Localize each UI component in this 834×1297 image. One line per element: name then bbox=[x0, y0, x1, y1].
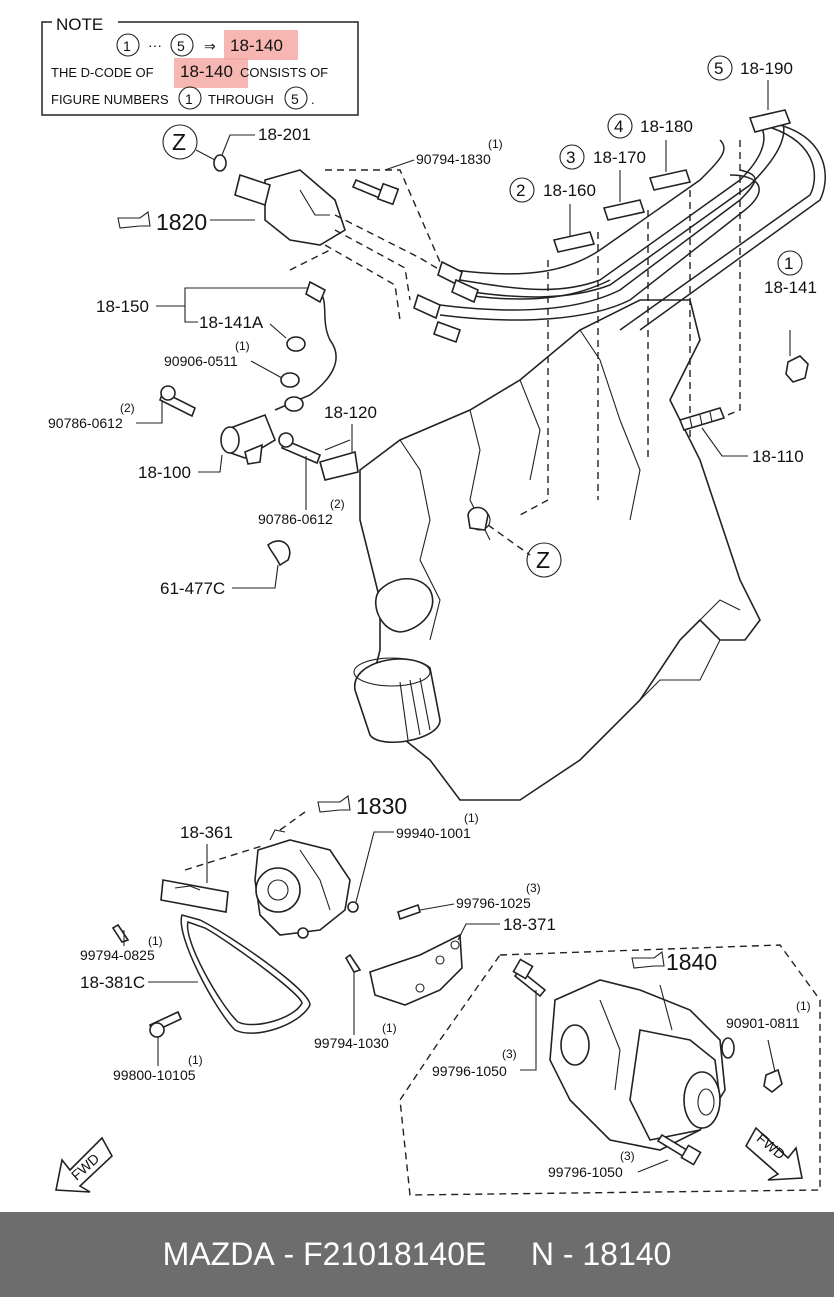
label-90906-0511: 90906-0511 bbox=[164, 353, 238, 369]
svg-text:(1): (1) bbox=[188, 1053, 203, 1067]
label-99796-1025: 99796-1025 bbox=[456, 895, 531, 911]
note-line2-prefix: THE D-CODE OF bbox=[51, 65, 154, 80]
label-90901-0811: 90901-0811 bbox=[726, 1015, 800, 1031]
svg-text:(1): (1) bbox=[488, 137, 503, 151]
footer-n-label: N bbox=[530, 1236, 554, 1272]
note-code-2: 18-140 bbox=[180, 62, 233, 81]
label-99940-1001: 99940-1001 bbox=[396, 825, 471, 841]
svg-text:(3): (3) bbox=[502, 1047, 517, 1061]
fwd-arrow-left: FWD bbox=[55, 1136, 114, 1193]
parts-diagram: NOTE 1 ··· 5 ⇒ 18-140 THE D-CODE OF 18-1… bbox=[41, 15, 826, 1196]
label-18-110: 18-110 bbox=[752, 447, 804, 466]
label-18-100: 18-100 bbox=[138, 463, 191, 482]
label-90786-0612-left: 90786-0612 bbox=[48, 415, 123, 431]
note-line2-suffix: CONSISTS OF bbox=[240, 65, 328, 80]
label-18-120: 18-120 bbox=[324, 403, 377, 422]
spark-plug bbox=[678, 407, 726, 431]
label-18-190: 18-190 bbox=[740, 59, 793, 78]
footer-bar: MAZDA - F21018140E N - 18140 bbox=[0, 1212, 834, 1297]
ref-1830: 1830 bbox=[356, 793, 407, 819]
svg-text:1: 1 bbox=[784, 254, 793, 273]
label-18-201: 18-201 bbox=[258, 125, 311, 144]
footer-code: F21018140E bbox=[303, 1236, 487, 1272]
svg-text:(1): (1) bbox=[382, 1021, 397, 1035]
starter-motor bbox=[549, 979, 735, 1151]
svg-text:(1): (1) bbox=[148, 934, 163, 948]
bolt-90794-1830 bbox=[351, 178, 400, 206]
distributor bbox=[213, 154, 346, 246]
crank-sensor bbox=[220, 413, 276, 465]
label-18-150: 18-150 bbox=[96, 297, 149, 316]
nut-18-141 bbox=[785, 330, 809, 383]
svg-text:.: . bbox=[311, 92, 315, 107]
note-code-1: 18-140 bbox=[230, 36, 283, 55]
label-18-180: 18-180 bbox=[640, 117, 693, 136]
note-line3-to: 5 bbox=[291, 91, 299, 107]
plug-wires bbox=[413, 109, 826, 344]
ref-1820: 1820 bbox=[156, 209, 207, 235]
note-line3-mid: THROUGH bbox=[208, 92, 274, 107]
svg-text:(3): (3) bbox=[620, 1149, 635, 1163]
note-from-number: 1 bbox=[123, 38, 131, 54]
svg-text:(3): (3) bbox=[526, 881, 541, 895]
fwd-arrow-right: FWD bbox=[744, 1126, 803, 1181]
note-line3-from: 1 bbox=[185, 91, 193, 107]
ref-1840: 1840 bbox=[666, 949, 717, 975]
note-box: NOTE 1 ··· 5 ⇒ 18-140 THE D-CODE OF 18-1… bbox=[41, 15, 359, 116]
note-to-number: 5 bbox=[177, 38, 185, 54]
footer-brand: MAZDA bbox=[162, 1236, 275, 1272]
callout-z-top: Z bbox=[172, 129, 186, 155]
label-18-361: 18-361 bbox=[180, 823, 233, 842]
svg-text:⇒: ⇒ bbox=[204, 38, 216, 54]
svg-text:(1): (1) bbox=[796, 999, 811, 1013]
label-18-160: 18-160 bbox=[543, 181, 596, 200]
label-61-477c: 61-477C bbox=[160, 579, 225, 598]
label-90794-1830: 90794-1830 bbox=[416, 151, 491, 167]
label-99796-1050-top: 99796-1050 bbox=[432, 1063, 507, 1079]
svg-text:(2): (2) bbox=[120, 401, 135, 415]
label-18-371: 18-371 bbox=[503, 915, 556, 934]
svg-text:5: 5 bbox=[714, 59, 723, 78]
label-99796-1050-bottom: 99796-1050 bbox=[548, 1164, 623, 1180]
callout-z-bottom: Z bbox=[536, 547, 550, 573]
note-highlight-2 bbox=[174, 58, 248, 88]
note-title: NOTE bbox=[56, 15, 103, 34]
svg-text:(2): (2) bbox=[330, 497, 345, 511]
label-18-141a: 18-141A bbox=[199, 313, 264, 332]
label-99794-0825: 99794-0825 bbox=[80, 947, 155, 963]
note-line3-prefix: FIGURE NUMBERS bbox=[51, 92, 169, 107]
label-18-170: 18-170 bbox=[593, 148, 646, 167]
svg-text:2: 2 bbox=[516, 181, 525, 200]
label-99794-1030: 99794-1030 bbox=[314, 1035, 389, 1051]
label-90786-0612-right: 90786-0612 bbox=[258, 511, 333, 527]
alternator bbox=[254, 829, 359, 939]
oil-filter bbox=[353, 657, 441, 743]
label-99800-10105: 99800-10105 bbox=[113, 1067, 196, 1083]
note-highlight-1 bbox=[224, 30, 298, 60]
svg-text:3: 3 bbox=[566, 148, 575, 167]
label-18-381c: 18-381C bbox=[80, 973, 145, 992]
footer-n-code: 18140 bbox=[582, 1236, 672, 1272]
svg-text:···: ··· bbox=[148, 37, 162, 53]
label-18-141: 18-141 bbox=[764, 278, 817, 297]
svg-text:(1): (1) bbox=[464, 811, 479, 825]
svg-text:4: 4 bbox=[614, 117, 623, 136]
svg-text:(1): (1) bbox=[235, 339, 250, 353]
